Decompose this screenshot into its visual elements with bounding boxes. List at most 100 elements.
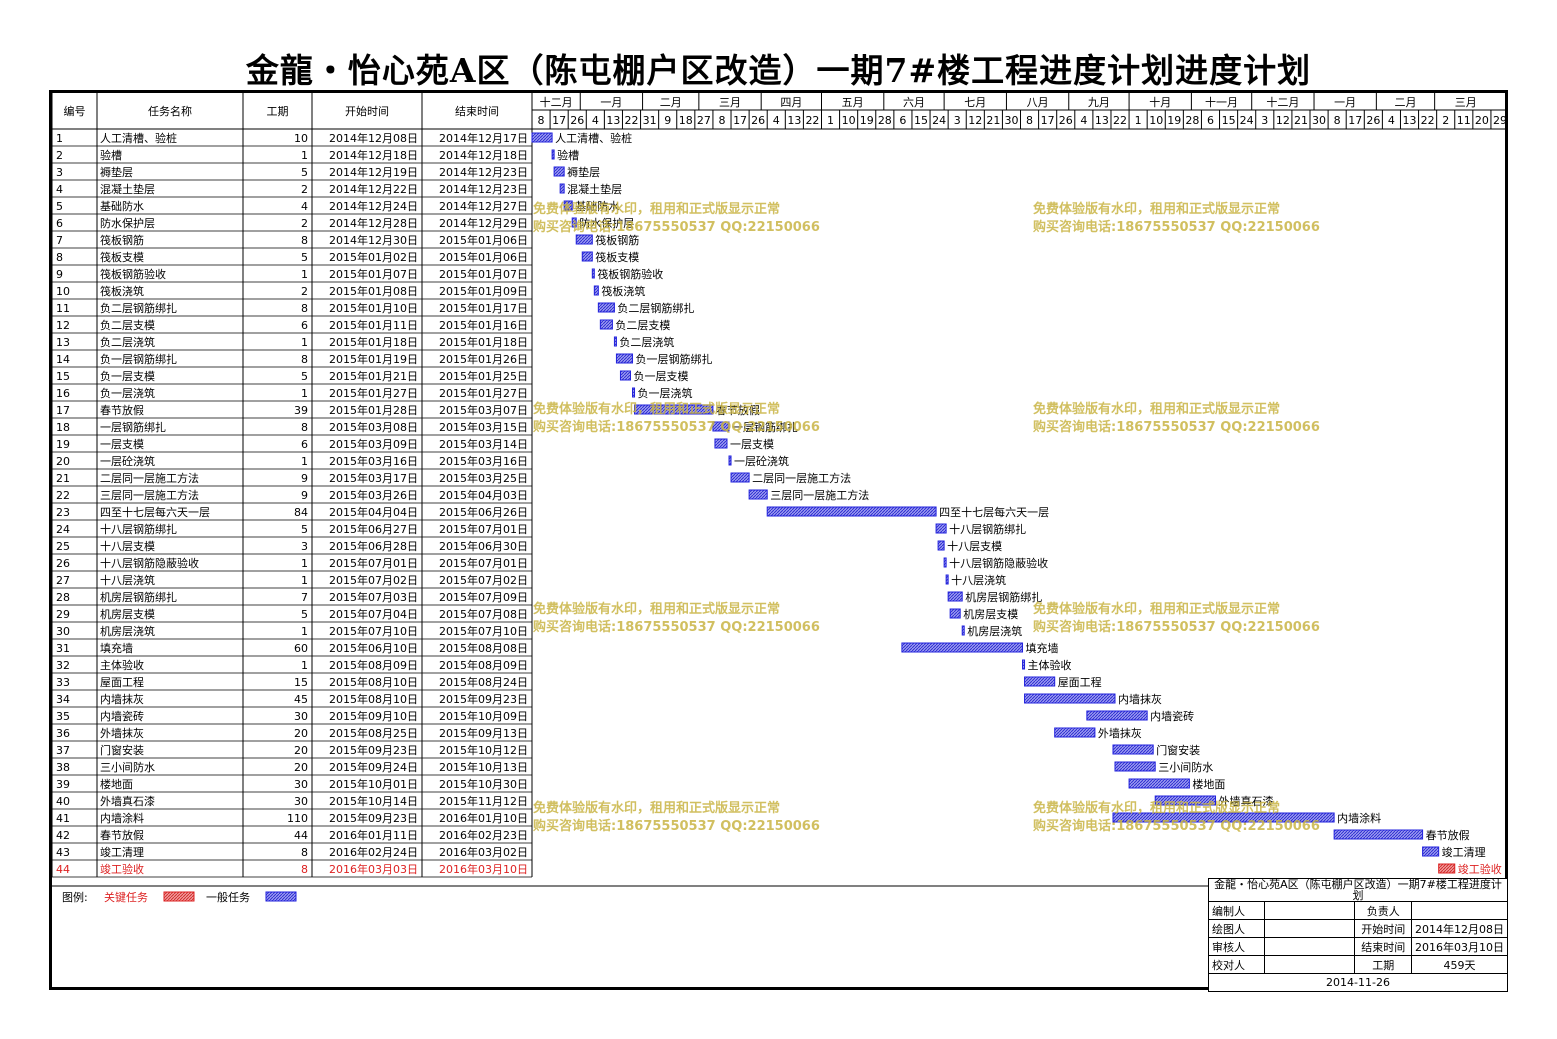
- day-tick-label: 13: [1095, 114, 1109, 127]
- gantt-bar: [947, 591, 963, 602]
- gantt-bar: [591, 268, 595, 279]
- gantt-bar: [945, 574, 949, 585]
- task-name: 防水保护层: [100, 216, 155, 230]
- gantt-bar: [937, 540, 945, 551]
- task-start: 2015年08月25日: [329, 726, 418, 740]
- task-end: 2015年07月01日: [439, 522, 528, 536]
- gantt-bar-label: 机房层钢筋绑扎: [965, 590, 1042, 604]
- gantt-bar: [613, 336, 617, 347]
- gantt-bar: [1438, 863, 1456, 874]
- gantt-bar-label: 一层钢筋绑扎: [732, 420, 798, 434]
- task-id: 12: [56, 319, 70, 332]
- page-title: 金龍・怡心苑A区（陈屯棚户区改造）一期7#楼工程进度计划进度计划: [245, 51, 1312, 90]
- task-start: 2015年07月01日: [329, 556, 418, 570]
- task-start: 2015年08月09日: [329, 658, 418, 672]
- task-end: 2015年01月07日: [439, 267, 528, 281]
- task-start: 2015年01月02日: [329, 250, 418, 264]
- task-start: 2015年01月18日: [329, 335, 418, 349]
- month-label: 一月: [1334, 96, 1356, 109]
- column-header: 工期: [267, 105, 289, 118]
- gantt-bar-label: 筏板浇筑: [601, 284, 645, 298]
- task-end: 2015年10月13日: [439, 760, 528, 774]
- task-id: 2: [56, 149, 63, 162]
- task-duration: 9: [301, 472, 308, 485]
- month-label: 九月: [1088, 96, 1110, 109]
- chart-frame: [49, 90, 1508, 990]
- task-id: 15: [56, 370, 70, 383]
- gantt-bar: [1024, 693, 1116, 704]
- task-duration: 1: [301, 336, 308, 349]
- task-end: 2015年08月24日: [439, 675, 528, 689]
- task-id: 43: [56, 846, 70, 859]
- duration-value: 459天: [1411, 955, 1508, 974]
- gantt-bar: [559, 183, 565, 194]
- gantt-bar: [748, 489, 768, 500]
- legend-critical-label: 关键任务: [104, 890, 148, 904]
- gantt-bar: [1154, 795, 1217, 806]
- gantt-bar: [730, 472, 750, 483]
- task-end: 2015年03月14日: [439, 437, 528, 451]
- column-header: 结束时间: [455, 105, 499, 118]
- task-id: 11: [56, 302, 70, 315]
- task-id: 13: [56, 336, 70, 349]
- task-name: 十八层钢筋隐蔽验收: [100, 556, 199, 570]
- gantt-bar-label: 内墙涂料: [1337, 811, 1381, 825]
- task-start: 2015年07月02日: [329, 573, 418, 587]
- task-id: 20: [56, 455, 70, 468]
- day-tick-label: 27: [697, 114, 711, 127]
- task-start: 2015年03月16日: [329, 454, 418, 468]
- task-end: 2016年03月10日: [439, 862, 528, 876]
- gantt-bar: [563, 200, 573, 211]
- task-start: 2014年12月24日: [329, 199, 418, 213]
- task-name: 混凝土垫层: [100, 182, 155, 196]
- task-duration: 20: [294, 761, 308, 774]
- gantt-bar-label: 内墙瓷砖: [1150, 709, 1194, 723]
- gantt-bar-label: 内墙抹灰: [1118, 692, 1162, 706]
- gantt-bar-label: 一层砼浇筑: [734, 454, 789, 468]
- task-start: 2015年10月01日: [329, 777, 418, 791]
- gantt-bar-label: 门窗安装: [1156, 743, 1200, 757]
- task-name: 一层支模: [100, 438, 144, 451]
- day-tick-label: 31: [643, 114, 657, 127]
- task-start: 2015年06月28日: [329, 539, 418, 553]
- task-start: 2016年03月03日: [329, 862, 418, 876]
- task-id: 7: [56, 234, 63, 247]
- duration-label: 工期: [1354, 955, 1412, 974]
- day-tick-label: 13: [1403, 114, 1417, 127]
- task-start: 2015年09月23日: [329, 811, 418, 825]
- day-tick-label: 30: [1004, 114, 1018, 127]
- watermark-line2: 购买咨询电话:18675550537 QQ:22150066: [533, 419, 820, 435]
- column-header: 编号: [64, 104, 86, 118]
- task-duration: 5: [301, 251, 308, 264]
- task-id: 29: [56, 608, 70, 621]
- task-id: 34: [56, 693, 70, 706]
- gantt-bar-label: 基础防水: [575, 199, 619, 213]
- gantt-bar-label: 机房层浇筑: [967, 624, 1022, 638]
- day-tick-label: 18: [679, 114, 693, 127]
- day-tick-label: 22: [1421, 114, 1435, 127]
- gantt-bar: [714, 438, 728, 449]
- task-id: 25: [56, 540, 70, 553]
- task-name: 负二层浇筑: [100, 335, 155, 349]
- legend-critical-swatch: [163, 891, 195, 902]
- task-start: 2015年03月08日: [329, 420, 418, 434]
- watermark-line1: 免费体验版有水印，租用和正式版显示正常: [533, 800, 780, 816]
- checker-label: 校对人: [1208, 955, 1265, 974]
- gantt-bar: [1112, 812, 1335, 823]
- watermark-line2: 购买咨询电话:18675550537 QQ:22150066: [1033, 419, 1320, 435]
- task-duration: 20: [294, 727, 308, 740]
- task-duration: 5: [301, 523, 308, 536]
- day-tick-label: 26: [570, 114, 584, 127]
- month-label: 一月: [600, 96, 622, 109]
- gantt-bar: [1422, 846, 1440, 857]
- watermark-line1: 免费体验版有水印，租用和正式版显示正常: [1033, 601, 1280, 617]
- task-start: 2015年09月10日: [329, 709, 418, 723]
- task-id: 5: [56, 200, 63, 213]
- task-name: 春节放假: [100, 828, 144, 842]
- watermark-line2: 购买咨询电话:18675550537 QQ:22150066: [1033, 219, 1320, 235]
- gantt-bar-label: 屋面工程: [1058, 676, 1102, 689]
- gantt-bar-label: 十八层钢筋隐蔽验收: [949, 556, 1048, 570]
- task-duration: 30: [294, 710, 308, 723]
- gantt-bar: [1022, 659, 1026, 670]
- gantt-bar-label: 负二层浇筑: [619, 335, 674, 349]
